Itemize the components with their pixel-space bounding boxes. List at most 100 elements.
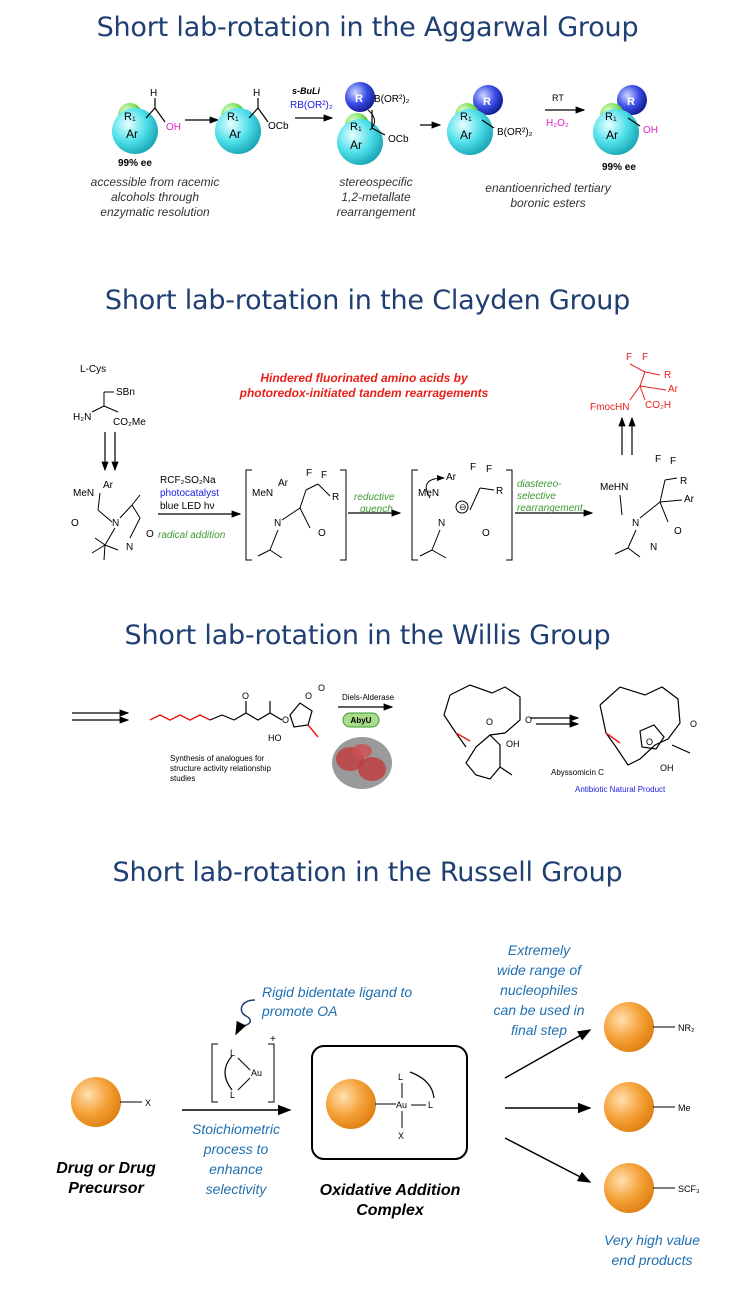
clayden-headline-1: Hindered fluorinated amino acids by	[260, 371, 469, 385]
r-label: R	[332, 492, 339, 503]
cap3-line1: enantioenriched tertiary	[485, 181, 611, 195]
ocb-label: OCb	[268, 121, 289, 132]
willis-title: Short lab-rotation in the Willis Group	[124, 620, 611, 651]
aggarwal-mol-4: R R₁ Ar B(OR²)₂	[447, 85, 533, 155]
men-label: MeN	[73, 488, 94, 499]
process-note-1: Stoichiometric	[192, 1121, 280, 1137]
boron-label: B(OR²)₂	[497, 127, 533, 138]
o-label-2: O	[282, 715, 289, 725]
drug-x-label: X	[145, 1098, 151, 1108]
au-label: Au	[251, 1068, 262, 1078]
aggarwal-title: Short lab-rotation in the Aggarwal Group	[96, 12, 639, 43]
n-label: N	[438, 518, 445, 529]
step-radical-addition: radical addition	[158, 530, 226, 541]
o-label: O	[674, 526, 682, 537]
me-label: Me	[678, 1103, 691, 1113]
ligand-l-1: L	[230, 1048, 235, 1058]
nuc-note-3: nucleophiles	[500, 982, 578, 998]
drug-label-2: Precursor	[68, 1180, 144, 1197]
n-label: N	[274, 518, 281, 529]
n-label-2: N	[126, 542, 133, 553]
oa-complex-box	[311, 1045, 468, 1160]
end-note-1: Very high value	[604, 1232, 700, 1248]
n-label: N	[112, 518, 119, 529]
men-label: MeN	[252, 488, 273, 499]
squiggle-arrow	[235, 999, 256, 1036]
oh-label: OH	[166, 122, 181, 133]
complex-au-center: L Au L X	[396, 1071, 435, 1141]
nuc-note-5: final step	[511, 1022, 567, 1038]
nuc-note-2: wide range of	[497, 962, 583, 978]
reagent-borane: RB(OR²)₂	[290, 100, 333, 111]
r1-label: R₁	[350, 121, 362, 133]
process-note-4: selectivity	[206, 1181, 268, 1197]
ar-label: Ar	[350, 138, 362, 152]
complex-label-1: Oxidative Addition	[320, 1182, 461, 1199]
h2n-label: H₂N	[73, 412, 91, 423]
reagent-led: blue LED hν	[160, 501, 214, 512]
nuc-note-1: Extremely	[508, 942, 571, 958]
clayden-scheme: L-Cys SBn H₂N CO₂Me Hindered fluorinated…	[71, 352, 695, 561]
rt-label: RT	[552, 93, 564, 103]
product-type: Antibiotic Natural Product	[575, 785, 666, 794]
ar-label: Ar	[126, 127, 138, 141]
rearranged-product: MeHN F F R Ar O N N	[600, 454, 695, 558]
reagent-sbuli: s-BuLi	[292, 86, 320, 96]
o-label: O	[71, 518, 79, 529]
linear-precursor: O O O HO O	[149, 683, 325, 743]
co2h-label: CO₂H	[645, 400, 671, 411]
cap1-line3: enzymatic resolution	[100, 205, 210, 219]
fluorinated-amino-acid: F F R Ar FmocHN CO₂H	[590, 352, 679, 413]
ho-label: HO	[268, 733, 282, 743]
lcys-label: L-Cys	[80, 364, 106, 375]
cap3-line2: boronic esters	[510, 196, 585, 210]
o-label-4: O	[318, 683, 325, 693]
enzyme-structure-image	[332, 737, 392, 789]
ar-label: Ar	[606, 128, 618, 142]
h-label: H	[150, 88, 157, 99]
r1-label: R₁	[460, 111, 472, 123]
ar-label: Ar	[446, 472, 457, 483]
ar-label: Ar	[229, 127, 241, 141]
step-diastereo-2: selective	[517, 491, 556, 502]
plus-sign: +	[270, 1034, 276, 1045]
cap2-line3: rearrangement	[337, 205, 416, 219]
complex-l-top: L	[398, 1072, 403, 1082]
ligand-l-2: L	[230, 1090, 235, 1100]
radical-intermediate: MeN Ar F F R N O	[245, 468, 347, 561]
ocb-label: OCb	[388, 134, 409, 145]
o-label-3: O	[305, 691, 312, 701]
cap2-line1: stereospecific	[339, 175, 412, 189]
o-label-2: O	[525, 715, 532, 725]
clayden-headline-2: photoredox-initiated tandem rearragement…	[239, 386, 489, 400]
h2o2-label: H₂O₂	[546, 118, 569, 129]
mehn-label: MeHN	[600, 482, 628, 493]
n-label-2: N	[650, 542, 657, 553]
f-label-2: F	[642, 352, 648, 363]
r1-label: R₁	[124, 111, 136, 123]
ar-label: Ar	[460, 128, 472, 142]
oh-label: OH	[506, 739, 520, 749]
process-note-3: enhance	[209, 1161, 263, 1177]
clayden-title: Short lab-rotation in the Clayden Group	[104, 285, 631, 316]
complex-x: X	[398, 1131, 404, 1141]
f-label-2: F	[321, 470, 327, 481]
aggarwal-mol-3: R R₁ Ar B(OR²)₂ OCb	[337, 82, 410, 165]
oh-label: OH	[660, 763, 674, 773]
f-label: F	[626, 352, 632, 363]
drug-sphere	[71, 1077, 121, 1127]
o-label: O	[242, 691, 249, 701]
r-label: R	[627, 96, 635, 108]
product-nr2: NR₂	[604, 1002, 695, 1052]
sbn-label: SBn	[116, 387, 135, 398]
enzyme-label: Diels-Alderase	[342, 693, 395, 702]
ar-label: Ar	[103, 480, 114, 491]
r-label: R	[355, 93, 363, 105]
process-note-2: process to	[203, 1141, 269, 1157]
reagent-sulfinate: RCF₂SO₂Na	[160, 475, 216, 486]
aggarwal-mol-5: R R₁ Ar OH 99% ee	[593, 85, 658, 173]
fmoc-label: FmocHN	[590, 402, 629, 413]
product-name: Abyssomicin C	[551, 768, 604, 777]
russell-scheme: Rigid bidentate ligand to promote OA Ext…	[56, 942, 700, 1268]
step-diastereo-3: rearrangement	[517, 503, 584, 514]
